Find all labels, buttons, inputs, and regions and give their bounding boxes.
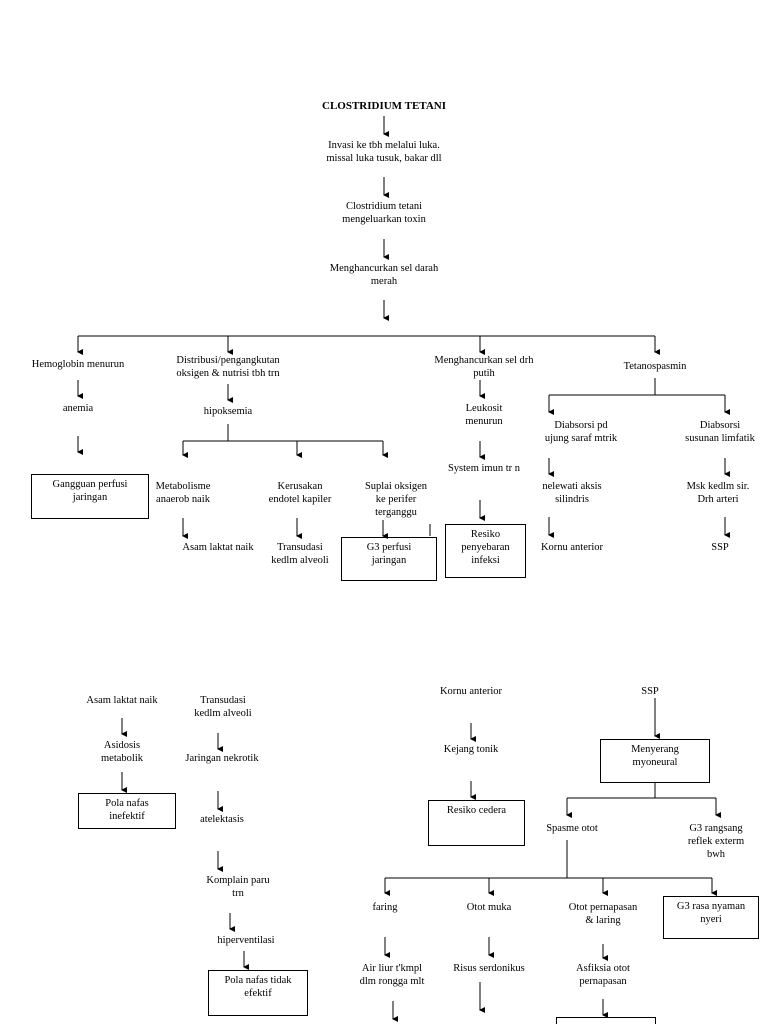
node-distribusi: Distribusi/pengangkutan oksigen & nutris…: [176, 355, 280, 379]
box-g3-perfusi: G3 perfusi jaringan: [341, 537, 437, 581]
node-menghancurkan-putih: Menghancurkan sel drh putih: [434, 355, 534, 379]
node-hemoglobin: Hemoglobin menurun: [31, 359, 125, 370]
node-hiperventilasi: hiperventilasi: [217, 935, 275, 946]
node-jaringan-nekrotik: Jaringan nekrotik: [185, 753, 259, 764]
node-toxin: Clostridium tetani mengeluarkan toxin: [342, 201, 426, 225]
box-pola-nafas-tidak-efektif: Pola nafas tidak efektif: [208, 970, 308, 1016]
node-anemia: anemia: [62, 403, 94, 414]
node-tetanospasmin: Tetanospasmin: [623, 361, 687, 372]
node-system-imun: System imun tr n: [447, 463, 521, 474]
box-menyerang-myoneural: Menyerang myoneural: [600, 739, 710, 783]
node-hipoksemia: hipoksemia: [203, 406, 253, 417]
box-gangguan-perfusi: Gangguan perfusi jaringan: [31, 474, 149, 519]
node-invasi: Invasi ke tbh melalui luka. missal luka …: [326, 140, 442, 164]
node-asidosis: Asidosis metabolik: [101, 740, 143, 764]
node-diabsorsi-limfatik: Diabsorsi susunan limfatik: [685, 420, 755, 444]
node-transudasi: Transudasi kedlm alveoli: [271, 542, 329, 566]
node-g3-rangsang: G3 rangsang reflek exterm bwh: [687, 823, 745, 860]
box-asfiksia-next: [556, 1017, 656, 1024]
node-spasme-otot: Spasme otot: [546, 823, 598, 834]
node-air-liur: Air liur t'kmpl dlm rongga mlt: [359, 963, 425, 987]
node-ssp-2: SSP: [641, 686, 659, 697]
node-asfiksia: Asfiksia otot pernapasan: [576, 963, 630, 987]
box-pola-nafas-inefektif: Pola nafas inefektif: [78, 793, 176, 829]
node-transudasi-2: Transudasi kedlm alveoli: [194, 695, 252, 719]
node-leukosit: Leukosit menurun: [465, 403, 503, 427]
node-otot-muka: Otot muka: [466, 902, 512, 913]
node-ssp: SSP: [711, 542, 729, 553]
box-resiko-infeksi: Resiko penyebaran infeksi: [445, 524, 526, 578]
node-menghancurkan-merah: Menghancurkan sel darah merah: [329, 263, 439, 287]
node-komplain-paru: Komplain paru trn: [206, 875, 270, 899]
node-diabsorsi-ujung-saraf: Diabsorsi pd ujung saraf mtrik: [544, 420, 618, 444]
node-kerusakan: Kerusakan endotel kapiler: [268, 481, 332, 505]
node-otot-pernapasan: Otot pernapasan & laring: [568, 902, 638, 926]
node-kornu-anterior: Kornu anterior: [540, 542, 604, 553]
node-metabolisme: Metabolisme anaerob naik: [155, 481, 211, 505]
node-melewati-aksis: nelewati aksis silindris: [542, 481, 602, 505]
node-faring: faring: [372, 902, 398, 913]
node-asam-laktat-2: Asam laktat naik: [86, 695, 158, 706]
node-kejang-tonik: Kejang tonik: [443, 744, 499, 755]
node-kornu-anterior-2: Kornu anterior: [439, 686, 503, 697]
box-g3-rasa-nyaman: G3 rasa nyaman nyeri: [663, 896, 759, 939]
box-resiko-cedera: Resiko cedera: [428, 800, 525, 846]
node-asam-laktat: Asam laktat naik: [182, 542, 254, 553]
title-clostridium-tetani: CLOSTRIDIUM TETANI: [322, 100, 446, 112]
node-atelektasis: atelektasis: [200, 814, 244, 825]
node-msk-kedlm: Msk kedlm sir. Drh arteri: [686, 481, 750, 505]
node-risus-serdonikus: Risus serdonikus: [453, 963, 525, 974]
node-suplai: Suplai oksigen ke perifer terganggu: [364, 481, 428, 518]
